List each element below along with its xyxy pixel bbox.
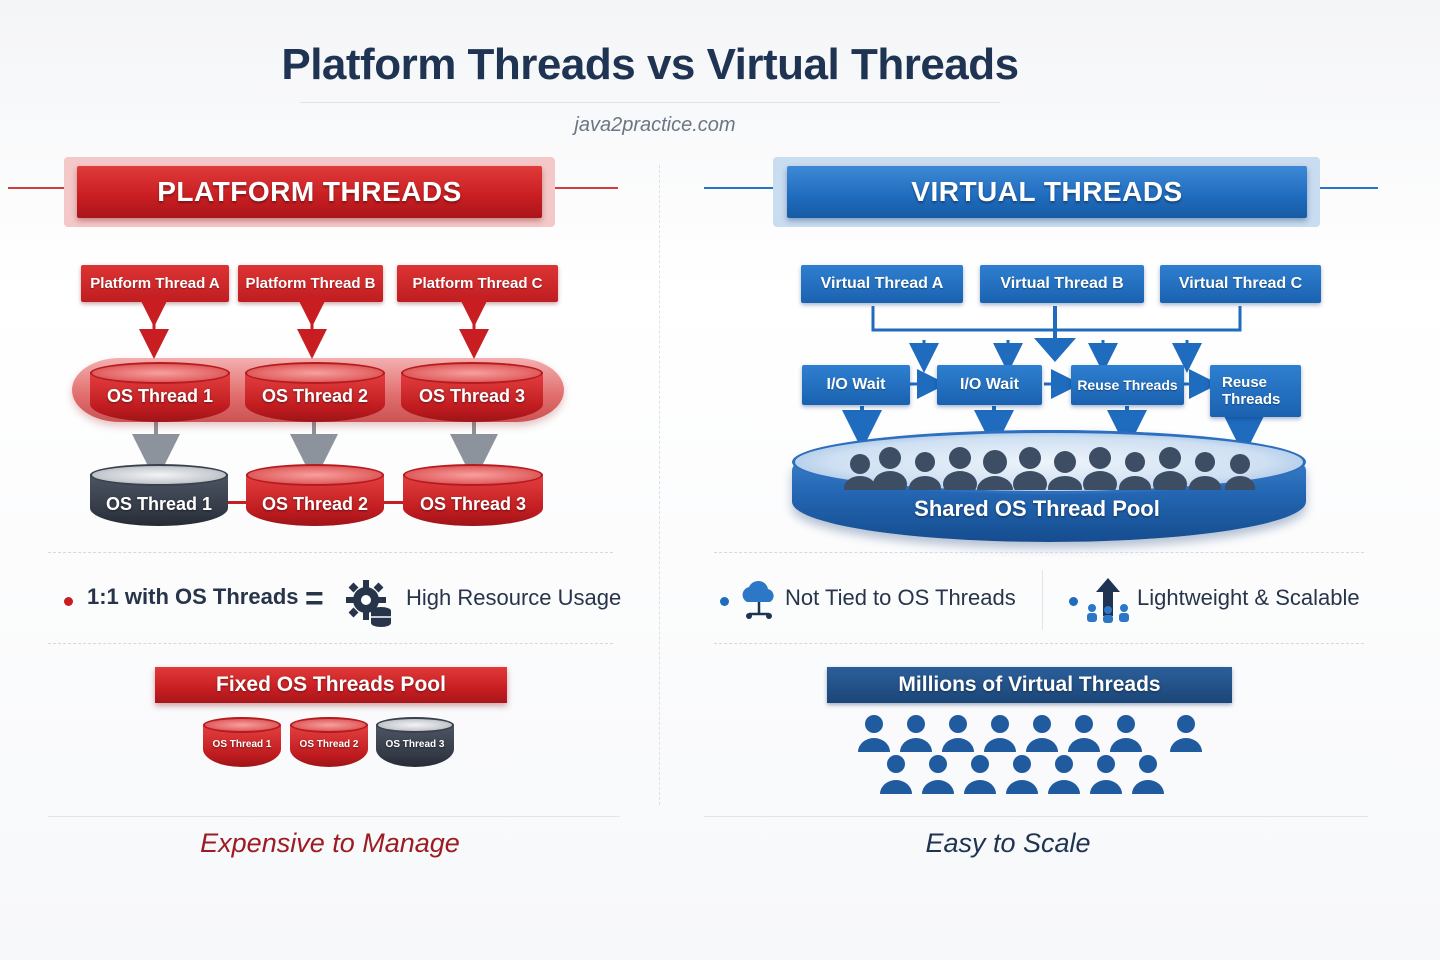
os-thread-top-1-label: OS Thread 1 xyxy=(106,386,214,406)
gear-database-icon xyxy=(346,580,391,627)
virtual-divider-1 xyxy=(714,552,1364,553)
platform-thread-b: Platform Thread B xyxy=(238,265,383,302)
platform-point-right: High Resource Usage xyxy=(406,585,622,610)
virtual-thread-a: Virtual Thread A xyxy=(801,265,963,303)
os-thread-top-1: OS Thread 1 xyxy=(90,362,230,422)
title-divider xyxy=(300,102,1000,103)
equals-sign: = xyxy=(305,580,324,616)
growth-people-icon xyxy=(1087,578,1129,623)
os-thread-top-2-label: OS Thread 2 xyxy=(261,386,369,406)
virtual-section-title: VIRTUAL THREADS xyxy=(787,166,1307,218)
pool-thread-1: OS Thread 1 xyxy=(203,717,281,767)
cloud-network-icon xyxy=(742,580,774,619)
pool-thread-2: OS Thread 2 xyxy=(290,717,368,767)
virtual-point-left: Not Tied to OS Threads xyxy=(785,585,1016,610)
platform-footer: Expensive to Manage xyxy=(200,828,460,858)
virtual-threads-people-icon xyxy=(858,715,1202,794)
shared-pool-people-icon xyxy=(844,447,1255,490)
virtual-divider-2 xyxy=(714,643,1364,644)
platform-bullet xyxy=(64,597,73,606)
virtual-thread-b: Virtual Thread B xyxy=(980,265,1144,303)
platform-point-left: 1:1 with OS Threads xyxy=(87,584,299,609)
os-thread-bottom-1: OS Thread 1 xyxy=(90,464,228,526)
os-thread-top-2: OS Thread 2 xyxy=(245,362,385,422)
os-thread-bottom-3: OS Thread 3 xyxy=(403,464,543,526)
center-divider xyxy=(659,165,660,805)
platform-footer-rule xyxy=(48,816,620,817)
virtual-flow-arrows xyxy=(842,306,1264,456)
platform-thread-a: Platform Thread A xyxy=(81,265,229,302)
os-connector-2 xyxy=(378,501,408,504)
os-thread-bottom-3-label: OS Thread 3 xyxy=(419,494,527,514)
step-io-wait-2: I/O Wait xyxy=(937,365,1042,405)
virtual-bullet-2 xyxy=(1069,597,1078,606)
virtual-thread-c: Virtual Thread C xyxy=(1160,265,1321,303)
virtual-bullet-separator xyxy=(1042,570,1043,630)
os-thread-top-3-label: OS Thread 3 xyxy=(418,386,526,406)
platform-divider-2 xyxy=(48,643,613,644)
platform-thread-c: Platform Thread C xyxy=(397,265,558,302)
os-thread-bottom-2: OS Thread 2 xyxy=(246,464,384,526)
virtual-footer: Easy to Scale xyxy=(925,828,1091,858)
pool-thread-3-label: OS Thread 3 xyxy=(385,739,445,750)
platform-divider-1 xyxy=(48,552,613,553)
step-reuse-threads-2: Reuse Threads xyxy=(1210,365,1301,417)
virtual-footer-rule xyxy=(704,816,1368,817)
page-subtitle: java2practice.com xyxy=(574,114,736,136)
shared-pool-label: Shared OS Thread Pool xyxy=(914,496,1160,521)
shared-pool-top xyxy=(792,430,1306,494)
millions-pool-title: Millions of Virtual Threads xyxy=(827,667,1232,703)
pool-thread-3: OS Thread 3 xyxy=(376,717,454,767)
big-down-arrow xyxy=(1034,338,1076,362)
step-io-wait-1: I/O Wait xyxy=(802,365,910,405)
virtual-point-right: Lightweight & Scalable xyxy=(1137,585,1360,610)
virtual-bullet-1 xyxy=(720,597,729,606)
step-reuse-threads-1: Reuse Threads xyxy=(1071,365,1184,405)
os-thread-bottom-2-label: OS Thread 2 xyxy=(261,494,369,514)
pool-thread-1-label: OS Thread 1 xyxy=(212,739,272,750)
platform-section-title: PLATFORM THREADS xyxy=(77,166,542,218)
platform-arrows xyxy=(132,297,498,482)
os-thread-top-3: OS Thread 3 xyxy=(401,362,543,422)
pool-thread-2-label: OS Thread 2 xyxy=(299,739,359,750)
os-connector-1 xyxy=(222,501,252,504)
fixed-pool-title: Fixed OS Threads Pool xyxy=(155,667,507,703)
os-thread-bottom-1-label: OS Thread 1 xyxy=(105,494,213,514)
page-title: Platform Threads vs Virtual Threads xyxy=(281,40,1019,89)
